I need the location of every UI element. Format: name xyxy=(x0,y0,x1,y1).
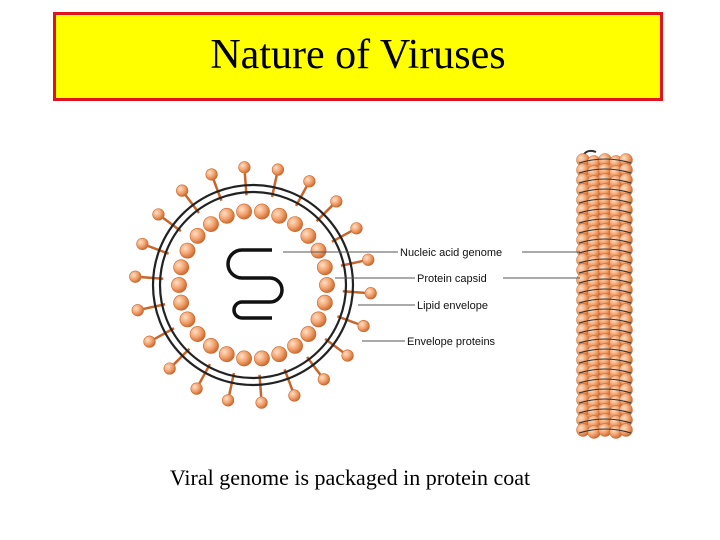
helix-turn xyxy=(576,243,633,259)
capsomere xyxy=(254,203,270,220)
capsomere xyxy=(316,294,333,311)
capsomere xyxy=(173,294,190,311)
capsomere xyxy=(179,311,196,328)
lipid-envelope-outer xyxy=(151,183,355,387)
helix-turn xyxy=(576,263,633,279)
envelope-protein-spike xyxy=(342,287,377,300)
capsomere xyxy=(218,207,235,224)
envelope-protein-spike xyxy=(163,347,191,375)
envelope-protein-spike xyxy=(340,253,375,267)
envelope-protein-spike xyxy=(270,163,285,198)
capsomere xyxy=(203,216,219,232)
helix-turn xyxy=(576,223,633,239)
capsomere xyxy=(300,326,317,342)
envelope-protein-spike xyxy=(221,372,236,407)
helix-turn xyxy=(576,213,633,229)
capsomere xyxy=(203,338,219,354)
slide-caption: Viral genome is packaged in protein coat xyxy=(169,465,531,490)
envelope-protein-spike xyxy=(331,222,363,243)
envelope-protein-spike xyxy=(255,374,268,409)
envelope-protein-spike xyxy=(315,195,343,223)
helix-turn xyxy=(576,313,633,329)
protein-capsid xyxy=(171,203,335,367)
helix-turn xyxy=(576,193,633,209)
helical-virus xyxy=(576,150,633,439)
label-nucleic-acid-genome: Nucleic acid genome xyxy=(400,247,502,259)
helix-turn xyxy=(576,173,633,189)
capsomere xyxy=(189,228,206,244)
helix-turn xyxy=(576,293,633,309)
diagram-labels: Nucleic acid genome Protein capsid Lipid… xyxy=(400,247,502,348)
capsomere xyxy=(287,216,303,232)
helix-turn xyxy=(576,383,633,399)
envelope-proteins xyxy=(129,161,377,409)
helix-turn xyxy=(576,373,633,389)
capsomere xyxy=(173,259,190,276)
capsomere xyxy=(287,338,303,354)
slide-title: Nature of Viruses xyxy=(210,31,506,78)
envelope-protein-spike xyxy=(143,327,175,348)
envelope-protein-spike xyxy=(294,175,316,207)
capsomere xyxy=(310,242,327,259)
envelope-protein-spike xyxy=(238,161,251,196)
helix-turn xyxy=(576,233,633,249)
helix-turn xyxy=(576,153,633,169)
title-box: Nature of Viruses xyxy=(53,12,663,101)
capsomere xyxy=(271,207,288,224)
capsomere xyxy=(171,277,187,293)
helix-turn xyxy=(576,423,633,439)
nucleic-acid-genome xyxy=(226,248,284,320)
envelope-protein-spike xyxy=(190,363,212,395)
capsomere xyxy=(236,203,252,220)
capsomere xyxy=(189,326,206,342)
label-envelope-proteins: Envelope proteins xyxy=(407,336,496,348)
envelope-protein-spike xyxy=(129,270,164,283)
helix-turn xyxy=(576,283,633,299)
lipid-envelope-inner xyxy=(158,190,348,380)
helix-turn xyxy=(576,363,633,379)
helix-turn xyxy=(576,183,633,199)
label-lipid-envelope: Lipid envelope xyxy=(417,300,488,312)
helix-turn xyxy=(576,203,633,219)
capsomere xyxy=(300,228,317,244)
label-protein-capsid: Protein capsid xyxy=(417,273,487,285)
capsomere xyxy=(271,346,288,363)
helix-turn xyxy=(576,393,633,409)
capsomere xyxy=(179,242,196,259)
capsomere xyxy=(316,259,333,276)
capsomere xyxy=(319,277,335,293)
helix-turn xyxy=(576,353,633,369)
capsomere xyxy=(236,350,252,367)
capsomere xyxy=(218,346,235,363)
helix-turn xyxy=(576,413,633,429)
helix-turn xyxy=(576,403,633,419)
capsomere xyxy=(254,350,270,367)
envelope-protein-spike xyxy=(131,303,166,317)
capsomere xyxy=(310,311,327,328)
leader-lines xyxy=(283,251,580,342)
helix-turn xyxy=(576,273,633,289)
